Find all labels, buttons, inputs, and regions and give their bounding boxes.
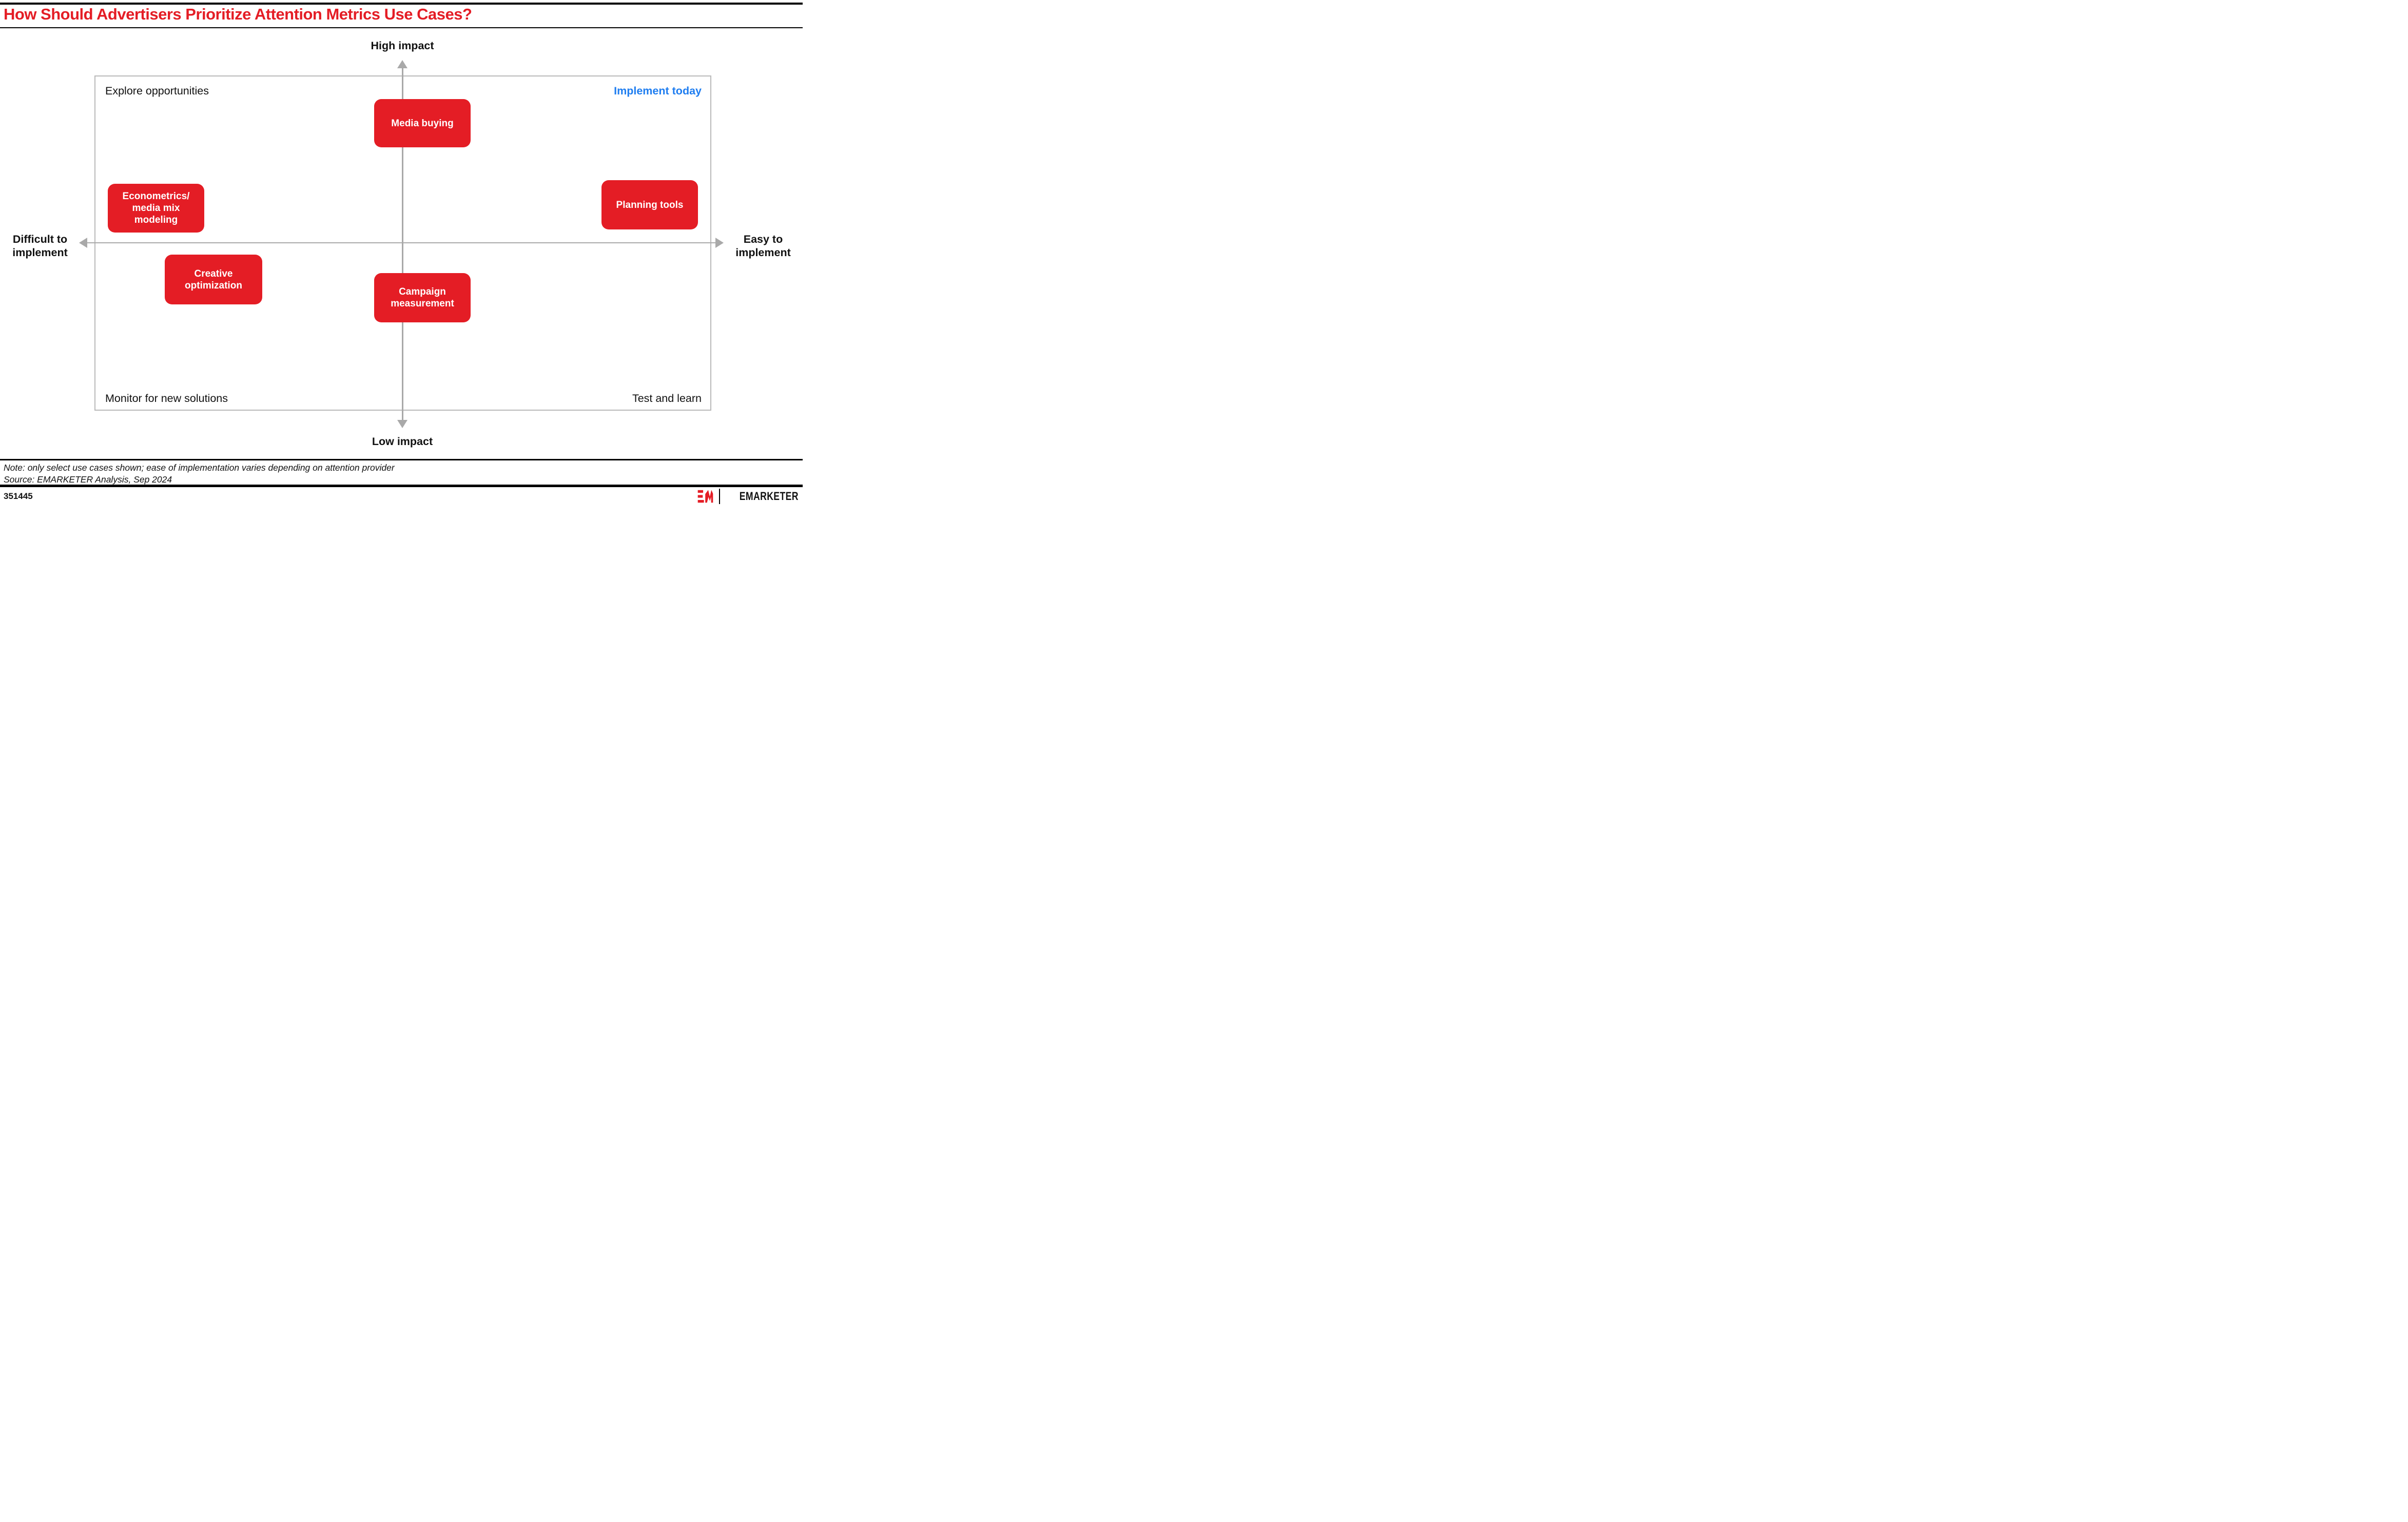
use-case-label-line: media mix: [132, 203, 180, 214]
use-case-label-line: Creative: [194, 268, 233, 279]
page-title: How Should Advertisers Prioritize Attent…: [4, 5, 472, 23]
em-logo-icon: [697, 490, 713, 503]
arrow-down-icon: [397, 420, 407, 428]
use-case-label-line: Planning tools: [616, 199, 684, 210]
brand-logo: EMARKETER: [697, 488, 799, 505]
arrow-right-icon: [715, 238, 724, 248]
horizontal-axis-line: [82, 242, 723, 243]
use-case-label-line: optimization: [185, 280, 242, 291]
footer-rule: [0, 485, 803, 487]
axis-label-low-impact: Low impact: [372, 435, 433, 448]
axis-label-easy-to-implement: Easy to implement: [731, 233, 795, 259]
use-case-box: Planning tools: [601, 180, 698, 229]
brand-wordmark: EMARKETER: [739, 490, 799, 503]
note-separator: [0, 459, 803, 460]
arrow-up-icon: [397, 60, 407, 68]
use-case-label-line: modeling: [134, 215, 178, 225]
title-underline: [0, 27, 803, 28]
use-case-label-line: Econometrics/: [122, 191, 190, 202]
axis-left-line1: Difficult to: [12, 233, 68, 245]
use-case-label-line: Media buying: [391, 118, 454, 129]
note-block: Note: only select use cases shown; ease …: [4, 462, 395, 486]
use-case-label-line: Campaign: [399, 286, 446, 297]
axis-label-high-impact: High impact: [371, 40, 434, 52]
quadrant-label-test-and-learn: Test and learn: [632, 392, 702, 404]
axis-right-line2: implement: [735, 246, 791, 259]
axis-label-difficult-to-implement: Difficult to implement: [9, 233, 71, 259]
chart-id: 351445: [4, 491, 33, 501]
top-rule: [0, 3, 803, 5]
logo-divider: [719, 489, 721, 504]
vertical-axis-line: [402, 66, 403, 422]
source-text: Source: EMARKETER Analysis, Sep 2024: [4, 474, 172, 485]
axis-right-line1: Easy to: [743, 233, 783, 245]
axis-left-line2: implement: [12, 246, 68, 259]
quadrant-label-monitor-for-new-solutions: Monitor for new solutions: [105, 392, 228, 404]
use-case-label-line: measurement: [391, 298, 454, 309]
quadrant-label-explore-opportunities: Explore opportunities: [105, 85, 209, 97]
quadrant-label-implement-today: Implement today: [614, 85, 702, 97]
note-text: Note: only select use cases shown; ease …: [4, 463, 395, 473]
arrow-left-icon: [79, 238, 87, 248]
chart-page: How Should Advertisers Prioritize Attent…: [0, 0, 803, 507]
use-case-box: Media buying: [374, 99, 471, 147]
